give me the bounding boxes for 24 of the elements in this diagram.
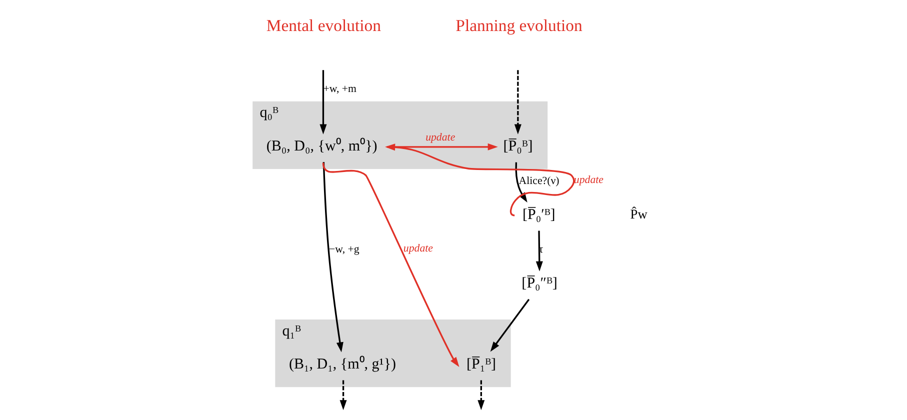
arrow bbox=[322, 162, 343, 352]
node-text: (B₀, D₀, {w⁰, m⁰}) bbox=[266, 138, 377, 155]
label: Planning evolution bbox=[455, 16, 582, 35]
arrow bbox=[514, 70, 521, 134]
edge-label: Alice?(ν) bbox=[518, 175, 559, 188]
edge-label: update bbox=[402, 242, 433, 255]
node-text: [P̅₁ᴮ] bbox=[466, 356, 496, 373]
node-text: [P̅₀′ᴮ] bbox=[522, 207, 555, 224]
edge-label: +w, +m bbox=[322, 83, 356, 96]
node-text: (B₁, D₁, {m⁰, g¹}) bbox=[288, 356, 396, 373]
node-text: [P̅₀ᴮ] bbox=[502, 138, 532, 155]
edge-label: update bbox=[573, 174, 603, 186]
label: Mental evolution bbox=[266, 16, 380, 35]
arrow bbox=[535, 230, 542, 272]
node-text: [P̅₀″ᴮ] bbox=[521, 276, 557, 292]
label: P̂w bbox=[630, 206, 647, 222]
arrow bbox=[339, 380, 346, 410]
edge-label: −w, +g bbox=[328, 244, 359, 256]
arrow bbox=[477, 380, 484, 410]
arrow bbox=[384, 144, 574, 216]
edge-label: update bbox=[425, 132, 455, 144]
arrow bbox=[319, 70, 326, 134]
arrow bbox=[490, 298, 530, 352]
arrow bbox=[322, 162, 459, 368]
